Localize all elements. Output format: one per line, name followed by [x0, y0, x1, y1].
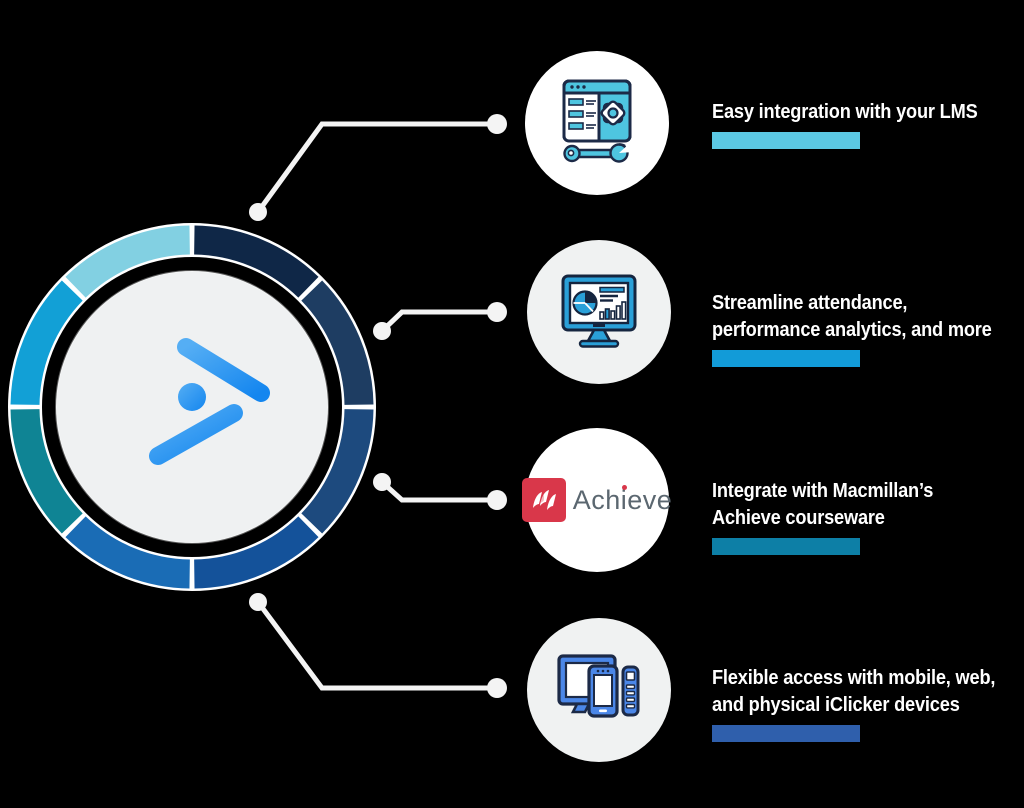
- connector-line-4: [255, 600, 497, 691]
- pie-chart-icon: [572, 290, 598, 316]
- connector-dot: [249, 203, 267, 221]
- feature-2-accent-bar: [712, 350, 860, 367]
- feature-1-accent-bar: [712, 132, 860, 149]
- ring-segment-3: [301, 408, 374, 534]
- connector-dot: [249, 593, 267, 611]
- logo-dot: [178, 383, 206, 411]
- feature-icon-circle-lms: [525, 51, 669, 195]
- feature-1-title: Easy integration with your LMS: [712, 101, 978, 123]
- clicker-remote-icon: [621, 665, 640, 717]
- achieve-wordmark: Achieve: [572, 484, 673, 515]
- connector-line-1: [255, 121, 497, 214]
- feature-4-title: Flexible access with mobile, web, and ph…: [712, 667, 996, 716]
- ring-segment-1: [193, 225, 319, 298]
- feature-3-text: Integrate with Macmillan’s Achieve cours…: [712, 478, 955, 555]
- lms-integration-icon: [562, 79, 633, 163]
- ring-segment-6: [10, 408, 83, 534]
- achieve-logo: Achieve: [521, 478, 673, 522]
- analytics-monitor-icon: [561, 274, 637, 348]
- gear-icon: [600, 100, 626, 126]
- feature-4-text: Flexible access with mobile, web, and ph…: [712, 665, 1023, 742]
- ring-segment-2: [301, 280, 374, 406]
- feature-icon-circle-achieve: Achieve: [521, 428, 672, 572]
- connector-dot: [487, 490, 507, 510]
- feature-4-accent-bar: [712, 725, 860, 742]
- segmented-ring: [8, 223, 376, 591]
- feature-2-title: Streamline attendance, performance analy…: [712, 292, 992, 341]
- wrench-icon: [563, 143, 633, 163]
- macmillan-mark-icon: [521, 478, 566, 522]
- ring-segment-8: [65, 225, 191, 298]
- bar-chart-icon: [599, 286, 627, 320]
- connector-lines: [249, 114, 507, 698]
- connector-dot: [487, 302, 507, 322]
- connector-dot: [373, 473, 391, 491]
- ring-segment-7: [10, 280, 83, 406]
- iclicker-logo: [145, 325, 270, 465]
- ring-segment-4: [193, 516, 319, 589]
- connector-dot: [487, 678, 507, 698]
- devices-icon: [557, 654, 640, 718]
- feature-3-title: Integrate with Macmillan’s Achieve cours…: [712, 480, 934, 529]
- connector-dot: [487, 114, 507, 134]
- feature-3-accent-bar: [712, 538, 860, 555]
- feature-icon-circle-analytics: [527, 240, 671, 384]
- connector-line-2: [380, 309, 497, 333]
- logo-bar-top: [177, 338, 270, 402]
- connector-dot: [373, 322, 391, 340]
- feature-2-text: Streamline attendance, performance analy…: [712, 290, 1019, 367]
- feature-icon-circle-devices: [527, 618, 671, 762]
- phone-icon: [587, 664, 619, 718]
- logo-bar-bottom: [149, 404, 243, 465]
- connector-line-3: [380, 480, 497, 503]
- feature-1-text: Easy integration with your LMS: [712, 99, 1004, 149]
- ring-segment-5: [65, 516, 191, 589]
